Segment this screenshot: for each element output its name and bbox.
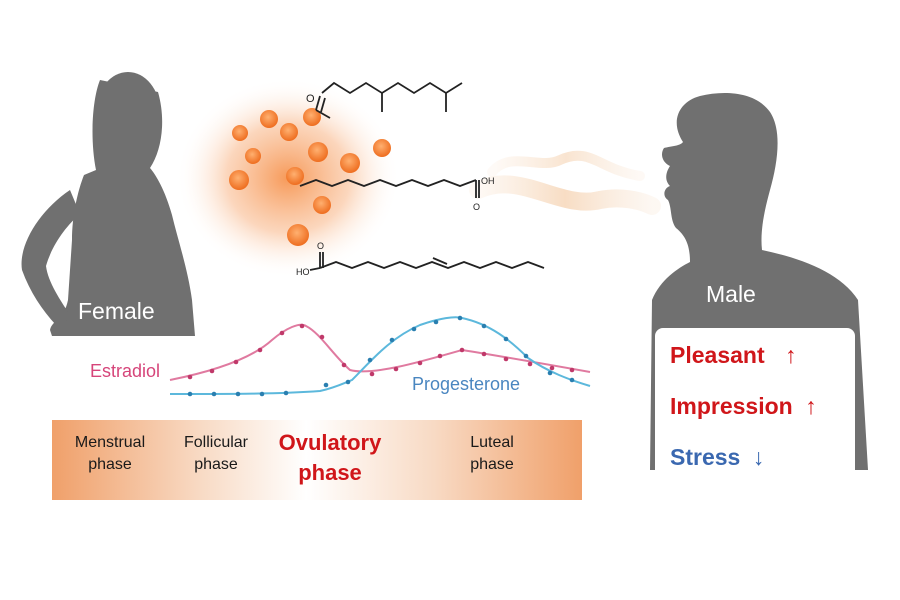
- female-silhouette: [21, 72, 195, 336]
- estradiol-curve: [169, 323, 591, 381]
- effect-text: Pleasant: [670, 342, 765, 368]
- phase-name: Luteal: [470, 434, 514, 451]
- saturated-atom-oh: OH: [481, 176, 495, 186]
- phase-word: phase: [298, 460, 362, 485]
- up-arrow-icon: ↑: [805, 393, 817, 419]
- luteal-phase-label: Luteal phase: [432, 432, 552, 476]
- ovulatory-phase-label: Ovulatory phase: [260, 428, 400, 488]
- progesterone-curve: [169, 315, 591, 397]
- phase-name: Menstrual: [74, 434, 146, 451]
- unsaturated-fatty-acid-molecule: [309, 252, 545, 271]
- scent-wisp: [469, 150, 661, 215]
- saturated-fatty-acid-molecule: [299, 179, 480, 198]
- progesterone-label: Progesterone: [412, 374, 521, 394]
- male-label: Male: [706, 281, 756, 307]
- up-arrow-icon: ↑: [785, 342, 797, 368]
- phase-word: phase: [88, 456, 132, 473]
- follicular-phase-label: Follicular phase: [156, 432, 276, 476]
- impression-effect: Impression ↑: [670, 393, 817, 420]
- menstrual-phase-label: Menstrual phase: [50, 432, 170, 476]
- unsaturated-atom-ho: HO: [296, 267, 310, 277]
- stress-effect: Stress ↓: [670, 444, 764, 471]
- scent-droplets: [229, 108, 391, 246]
- unsaturated-atom-o: O: [317, 241, 324, 251]
- ketone-molecule: [315, 81, 463, 119]
- phase-word: phase: [470, 456, 514, 473]
- pleasant-effect: Pleasant ↑: [670, 342, 797, 369]
- phase-name: Ovulatory: [278, 430, 382, 455]
- phase-band: [52, 420, 582, 500]
- phase-word: phase: [194, 456, 238, 473]
- phase-name: Follicular: [183, 434, 248, 451]
- effects-panel: [630, 328, 900, 522]
- down-arrow-icon: ↓: [752, 444, 765, 470]
- effect-text: Stress: [670, 444, 741, 470]
- saturated-atom-o: O: [473, 202, 480, 212]
- effect-text: Impression: [670, 393, 793, 419]
- female-label: Female: [78, 298, 155, 324]
- ketone-atom-o: O: [306, 93, 315, 105]
- estradiol-label: Estradiol: [90, 361, 161, 381]
